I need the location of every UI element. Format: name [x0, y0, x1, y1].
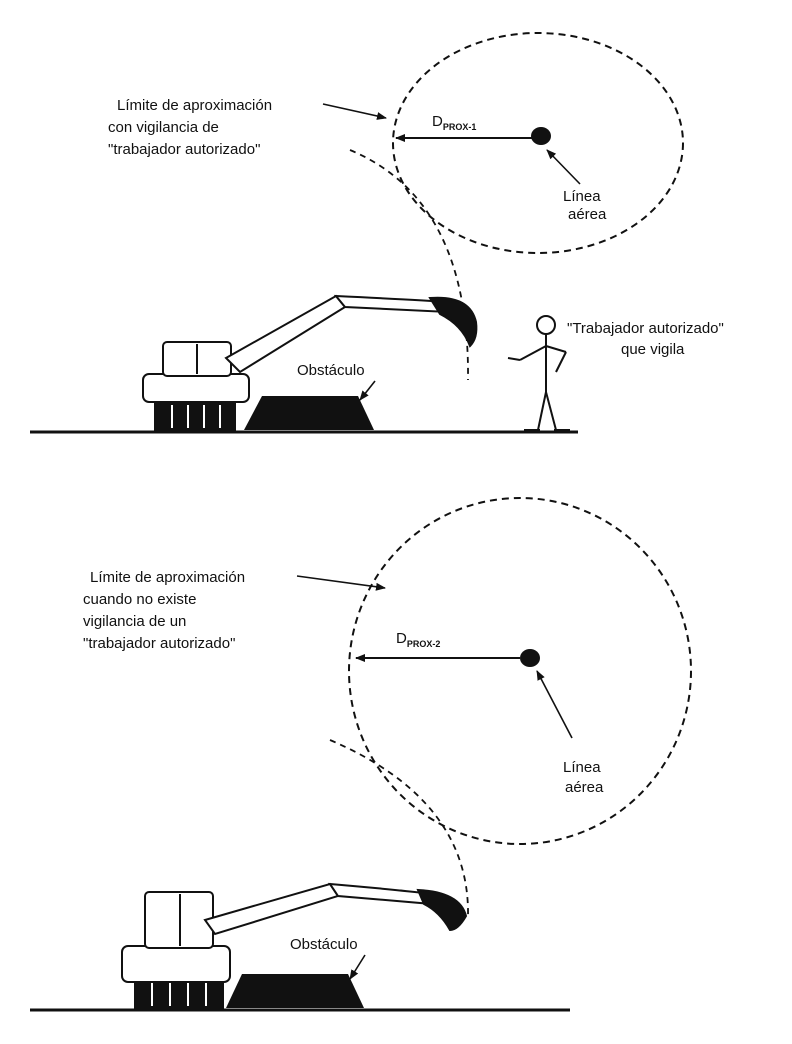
overhead-line-dot-2 [520, 649, 540, 667]
approach-limit-circle-1 [392, 32, 684, 254]
obstacle-1 [244, 396, 374, 430]
excavator-1 [142, 294, 478, 431]
limit-label-2a: Límite de aproximación [90, 569, 245, 586]
line-label-2a: Línea [563, 759, 601, 776]
excavator-2 [121, 882, 468, 1009]
limit-label-1a: Límite de aproximación [117, 97, 272, 114]
obstacle-pointer-arrow-1 [359, 380, 376, 401]
limit-label-2b: cuando no existe [83, 591, 196, 608]
line-pointer-arrow-1 [546, 149, 581, 185]
boom-reach-arc-2 [329, 739, 469, 917]
line-pointer-arrow-2 [536, 670, 573, 739]
line-label-1b: aérea [568, 206, 607, 223]
obstacle-label-2: Obstáculo [290, 936, 358, 953]
approach-limit-circle-2 [348, 497, 692, 845]
obstacle-label-1: Obstáculo [297, 362, 365, 379]
distance-label-2: DPROX-2 [396, 630, 440, 649]
limit-pointer-arrow-2 [296, 575, 386, 591]
limit-label-1b: con vigilancia de [108, 119, 219, 136]
diagram-top: DPROX-1 Línea aérea Límite de aproximaci… [30, 32, 724, 434]
authorized-worker-figure [507, 315, 570, 433]
obstacle-2 [226, 974, 364, 1008]
limit-pointer-arrow-1 [322, 103, 387, 120]
worker-label-a: "Trabajador autorizado" [567, 320, 724, 337]
distance-label-1: DPROX-1 [432, 113, 476, 132]
limit-label-2c: vigilancia de un [83, 613, 186, 630]
diagram-bottom: DPROX-2 Línea aérea Límite de aproximaci… [30, 497, 692, 1012]
obstacle-pointer-arrow-2 [349, 954, 366, 980]
line-label-1a: Línea [563, 188, 601, 205]
worker-label-b: que vigila [621, 341, 685, 358]
limit-label-2d: "trabajador autorizado" [83, 635, 235, 652]
line-label-2b: aérea [565, 779, 604, 796]
boom-reach-arc-1 [349, 149, 469, 381]
overhead-line-dot-1 [531, 127, 551, 145]
limit-label-1c: "trabajador autorizado" [108, 141, 260, 158]
